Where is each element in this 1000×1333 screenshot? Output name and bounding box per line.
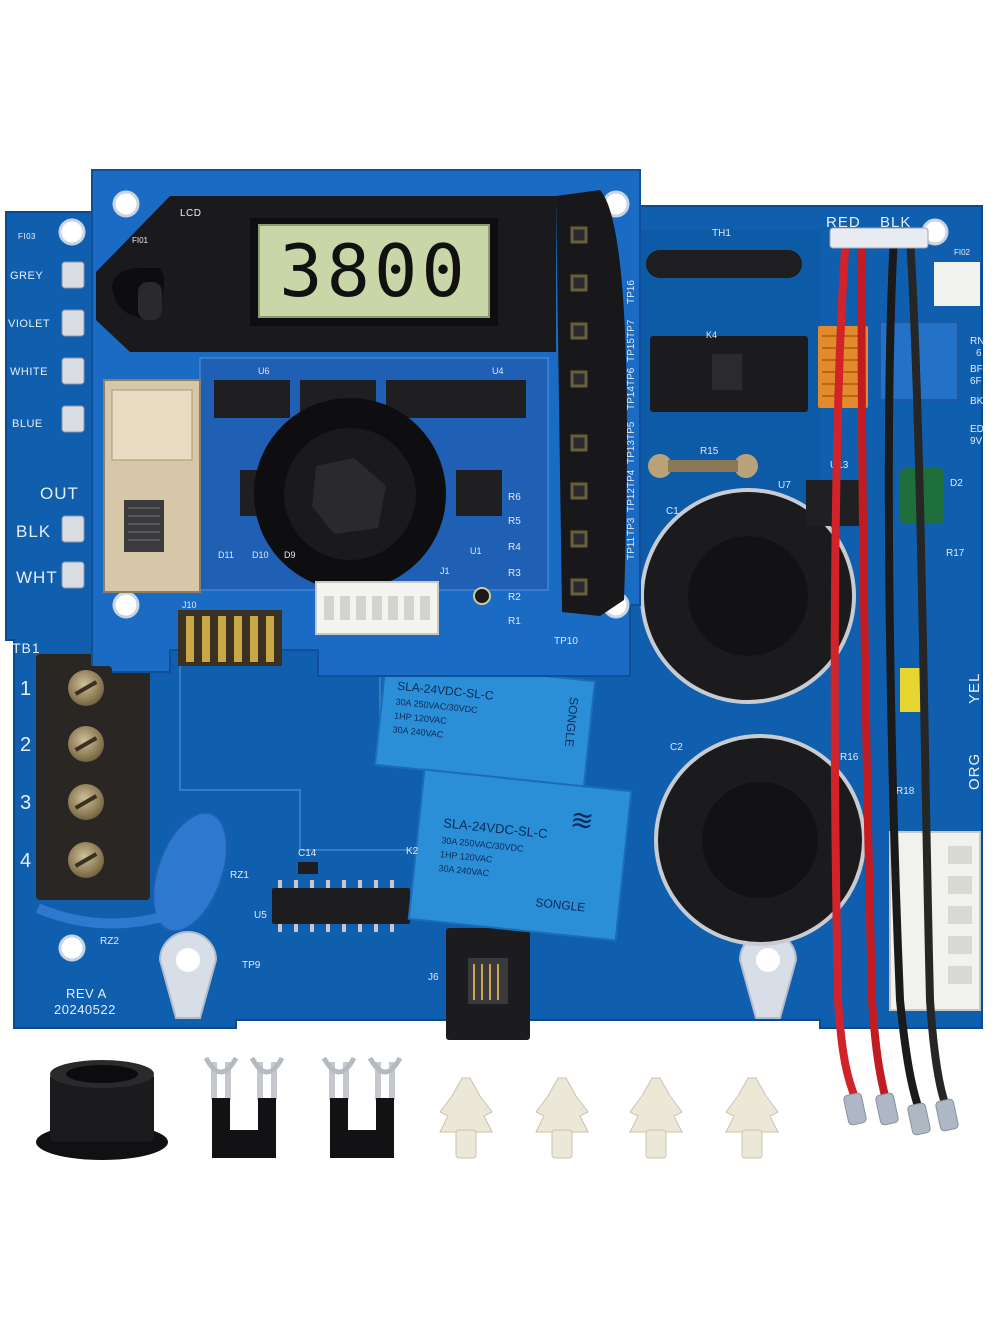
date-label: 20240522 xyxy=(54,1002,116,1017)
j10-label: J10 xyxy=(182,600,197,610)
red-wire-1 xyxy=(830,232,860,1104)
k2-label: K2 xyxy=(406,846,419,857)
fuse-label: FI03 xyxy=(18,232,37,241)
rz1-label: RZ1 xyxy=(230,870,249,881)
wire-label-red: RED xyxy=(826,214,861,231)
u6-label: U6 xyxy=(258,366,270,376)
wire-label-wht: WHT xyxy=(16,568,58,587)
jumper-accessory-1 xyxy=(203,1056,285,1158)
d9-label: D9 xyxy=(284,550,296,560)
fi02-label: FI02 xyxy=(954,248,971,257)
terminal-screw-1 xyxy=(58,666,112,710)
tp9-label: TP9 xyxy=(242,960,261,971)
u1-label: U1 xyxy=(470,546,482,556)
mini-label-rn: RN xyxy=(970,336,985,347)
fi01-label: FI01 xyxy=(132,236,149,245)
jumper-accessory-2 xyxy=(321,1056,403,1158)
wire-label-violet: VIOLET xyxy=(8,318,51,330)
out-label: OUT xyxy=(40,484,79,503)
r15-label: R15 xyxy=(700,446,719,457)
terminal-1-label: 1 xyxy=(20,678,33,700)
th1-label: TH1 xyxy=(712,228,731,239)
tp10-label: TP10 xyxy=(554,636,578,647)
standoff-accessory-1 xyxy=(439,1077,493,1159)
terminal-screw-2 xyxy=(58,722,112,766)
black-wire-1 xyxy=(884,232,924,1116)
u7-label: U7 xyxy=(778,480,791,491)
r17-label: R17 xyxy=(946,548,965,559)
mini-label-ed: ED xyxy=(970,424,984,435)
terminal-4-label: 4 xyxy=(20,850,33,872)
standoff-accessory-4 xyxy=(725,1077,779,1159)
k4-label: K4 xyxy=(706,330,718,340)
lcd-reading: 3800 xyxy=(279,229,469,313)
wire-label-grey: GREY xyxy=(10,270,44,282)
mini-label-bk: BK xyxy=(970,396,984,407)
lcd-screen: 3800 xyxy=(258,224,490,318)
standoff-accessory-3 xyxy=(629,1077,683,1159)
c14-label: C14 xyxy=(298,848,317,859)
resistor-r2: R2 xyxy=(508,592,521,603)
wire-label-blue: BLUE xyxy=(12,418,43,430)
j6-label: J6 xyxy=(428,972,439,983)
terminal-2-label: 2 xyxy=(20,734,33,756)
r16-label: R16 xyxy=(840,752,859,763)
d10-label: D10 xyxy=(252,550,269,560)
resistor-r4: R4 xyxy=(508,542,521,553)
d11-label: D11 xyxy=(218,550,234,560)
j1-label: J1 xyxy=(440,566,450,576)
mini-label-6f: 6F xyxy=(970,376,982,387)
black-wire-2 xyxy=(906,232,950,1110)
terminal-screw-4 xyxy=(58,838,112,882)
c1-label: C1 xyxy=(666,506,679,517)
wire-label-blk-right: BLK xyxy=(880,214,912,231)
d2-label: D2 xyxy=(950,478,963,489)
terminal-screw-3 xyxy=(58,780,112,824)
standoff-accessory-2 xyxy=(535,1077,589,1159)
rev-label: REV A xyxy=(66,986,107,1001)
u4-label: U4 xyxy=(492,366,504,376)
terminal-3-label: 3 xyxy=(20,792,33,814)
resistor-r3: R3 xyxy=(508,568,521,579)
resistor-r6: R6 xyxy=(508,492,521,503)
lcd-label: LCD xyxy=(180,208,202,219)
mini-label-6: 6 xyxy=(976,348,982,359)
wire-label-blk: BLK xyxy=(16,522,52,541)
resistor-r5: R5 xyxy=(508,516,521,527)
r18-label: R18 xyxy=(896,786,915,797)
u5-label: U5 xyxy=(254,910,267,921)
c2-label: C2 xyxy=(670,742,683,753)
red-wire-2 xyxy=(857,232,890,1104)
grommet-accessory xyxy=(36,1060,168,1160)
mini-label-9v: 9V xyxy=(970,436,983,447)
wire-label-white: WHITE xyxy=(10,366,48,378)
mini-label-bf: BF xyxy=(970,364,983,375)
tb1-label: TB1 xyxy=(12,640,41,656)
rz2-label: RZ2 xyxy=(100,936,119,947)
resistor-r1: R1 xyxy=(508,616,521,627)
